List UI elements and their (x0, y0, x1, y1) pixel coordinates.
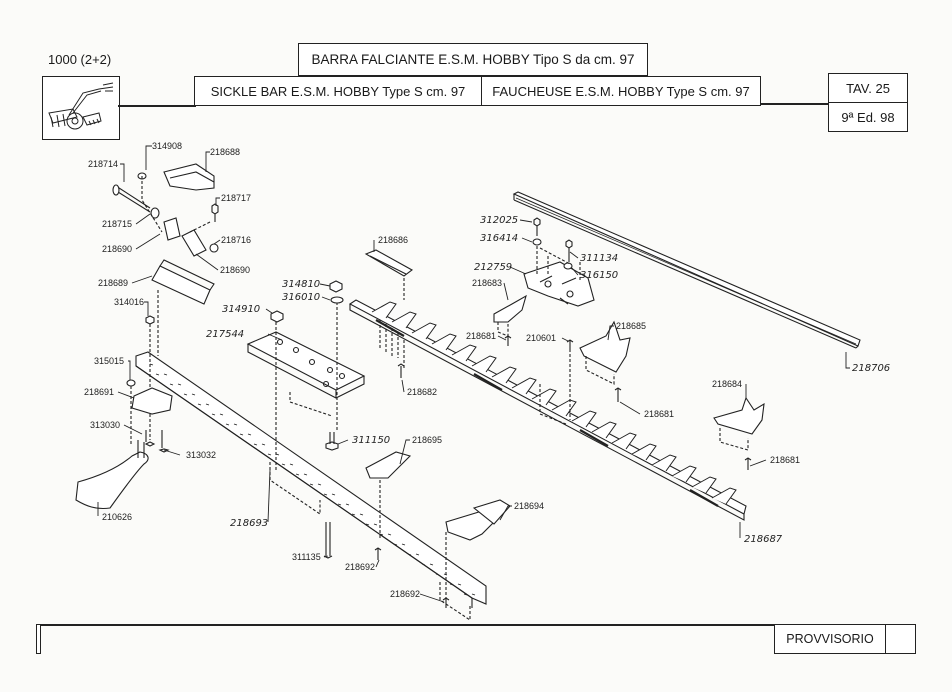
status-label: PROVVISORIO (774, 624, 886, 654)
part-label: 218716 (221, 235, 251, 245)
bracket-assembly (112, 163, 219, 356)
part-label: 218684 (712, 379, 742, 389)
edition-label: 9ª Ed. 98 (828, 102, 908, 132)
part-label: 218717 (221, 193, 251, 203)
part-label: 218683 (472, 278, 502, 288)
part-label: 218685 (616, 321, 646, 331)
part-label: 313030 (90, 420, 120, 430)
walking-tractor-icon (48, 82, 114, 130)
header-connector-right (760, 103, 830, 105)
part-label: 218692 (345, 562, 375, 572)
table-number: TAV. 25 (828, 73, 908, 103)
part-label: 218694 (514, 501, 544, 511)
part-label: 218681 (644, 409, 674, 419)
part-label: 217544 (206, 329, 244, 340)
part-label: 218715 (102, 219, 132, 229)
footer-left-marker (36, 624, 41, 654)
part-label: 210626 (102, 512, 132, 522)
footer-rule (36, 624, 916, 626)
part-label: 314908 (152, 141, 182, 151)
part-label: 210601 (526, 333, 556, 343)
part-label: 212759 (474, 262, 512, 273)
part-label: 314910 (222, 304, 260, 315)
part-label: 316150 (580, 270, 618, 281)
title-english: SICKLE BAR E.S.M. HOBBY Type S cm. 97 (194, 76, 482, 106)
part-label: 218686 (378, 235, 408, 245)
title-french: FAUCHEUSE E.S.M. HOBBY Type S cm. 97 (481, 76, 761, 106)
part-label: 218690 (220, 265, 250, 275)
skid-assembly (75, 315, 173, 510)
part-label: 218714 (88, 159, 118, 169)
part-label: 313032 (186, 450, 216, 460)
part-label: 218682 (407, 387, 437, 397)
part-label: 218706 (852, 363, 890, 374)
status-empty-cell (885, 624, 916, 654)
part-label: 314016 (114, 297, 144, 307)
nut-314910 (270, 310, 284, 323)
part-label: 218691 (84, 387, 114, 397)
part-label: 314810 (282, 279, 320, 290)
part-label: 218681 (466, 331, 496, 341)
part-label: 218687 (744, 534, 783, 545)
part-label: 218692 (390, 589, 420, 599)
part-label: 311134 (580, 253, 618, 264)
part-label: 218689 (98, 278, 128, 288)
cutter-bar-218687 (348, 299, 747, 521)
model-label: 1000 (2+2) (48, 52, 112, 67)
part-label: 311150 (352, 435, 390, 446)
part-label: 316010 (282, 292, 320, 303)
part-label: 311135 (292, 552, 321, 562)
part-label: 218693 (230, 518, 268, 529)
guide-218706 (512, 191, 861, 349)
part-label: 218688 (210, 147, 240, 157)
part-label: 218690 (102, 244, 132, 254)
part-label: 316414 (480, 233, 518, 244)
part-label: 218681 (770, 455, 800, 465)
part-label: 315015 (94, 356, 124, 366)
machine-thumbnail (42, 76, 120, 140)
part-label: 218695 (412, 435, 442, 445)
header-connector-left (118, 105, 196, 107)
part-label: 312025 (480, 215, 518, 226)
plate-217544 (246, 331, 366, 417)
title-italian: BARRA FALCIANTE E.S.M. HOBBY Tipo S da c… (298, 43, 648, 76)
